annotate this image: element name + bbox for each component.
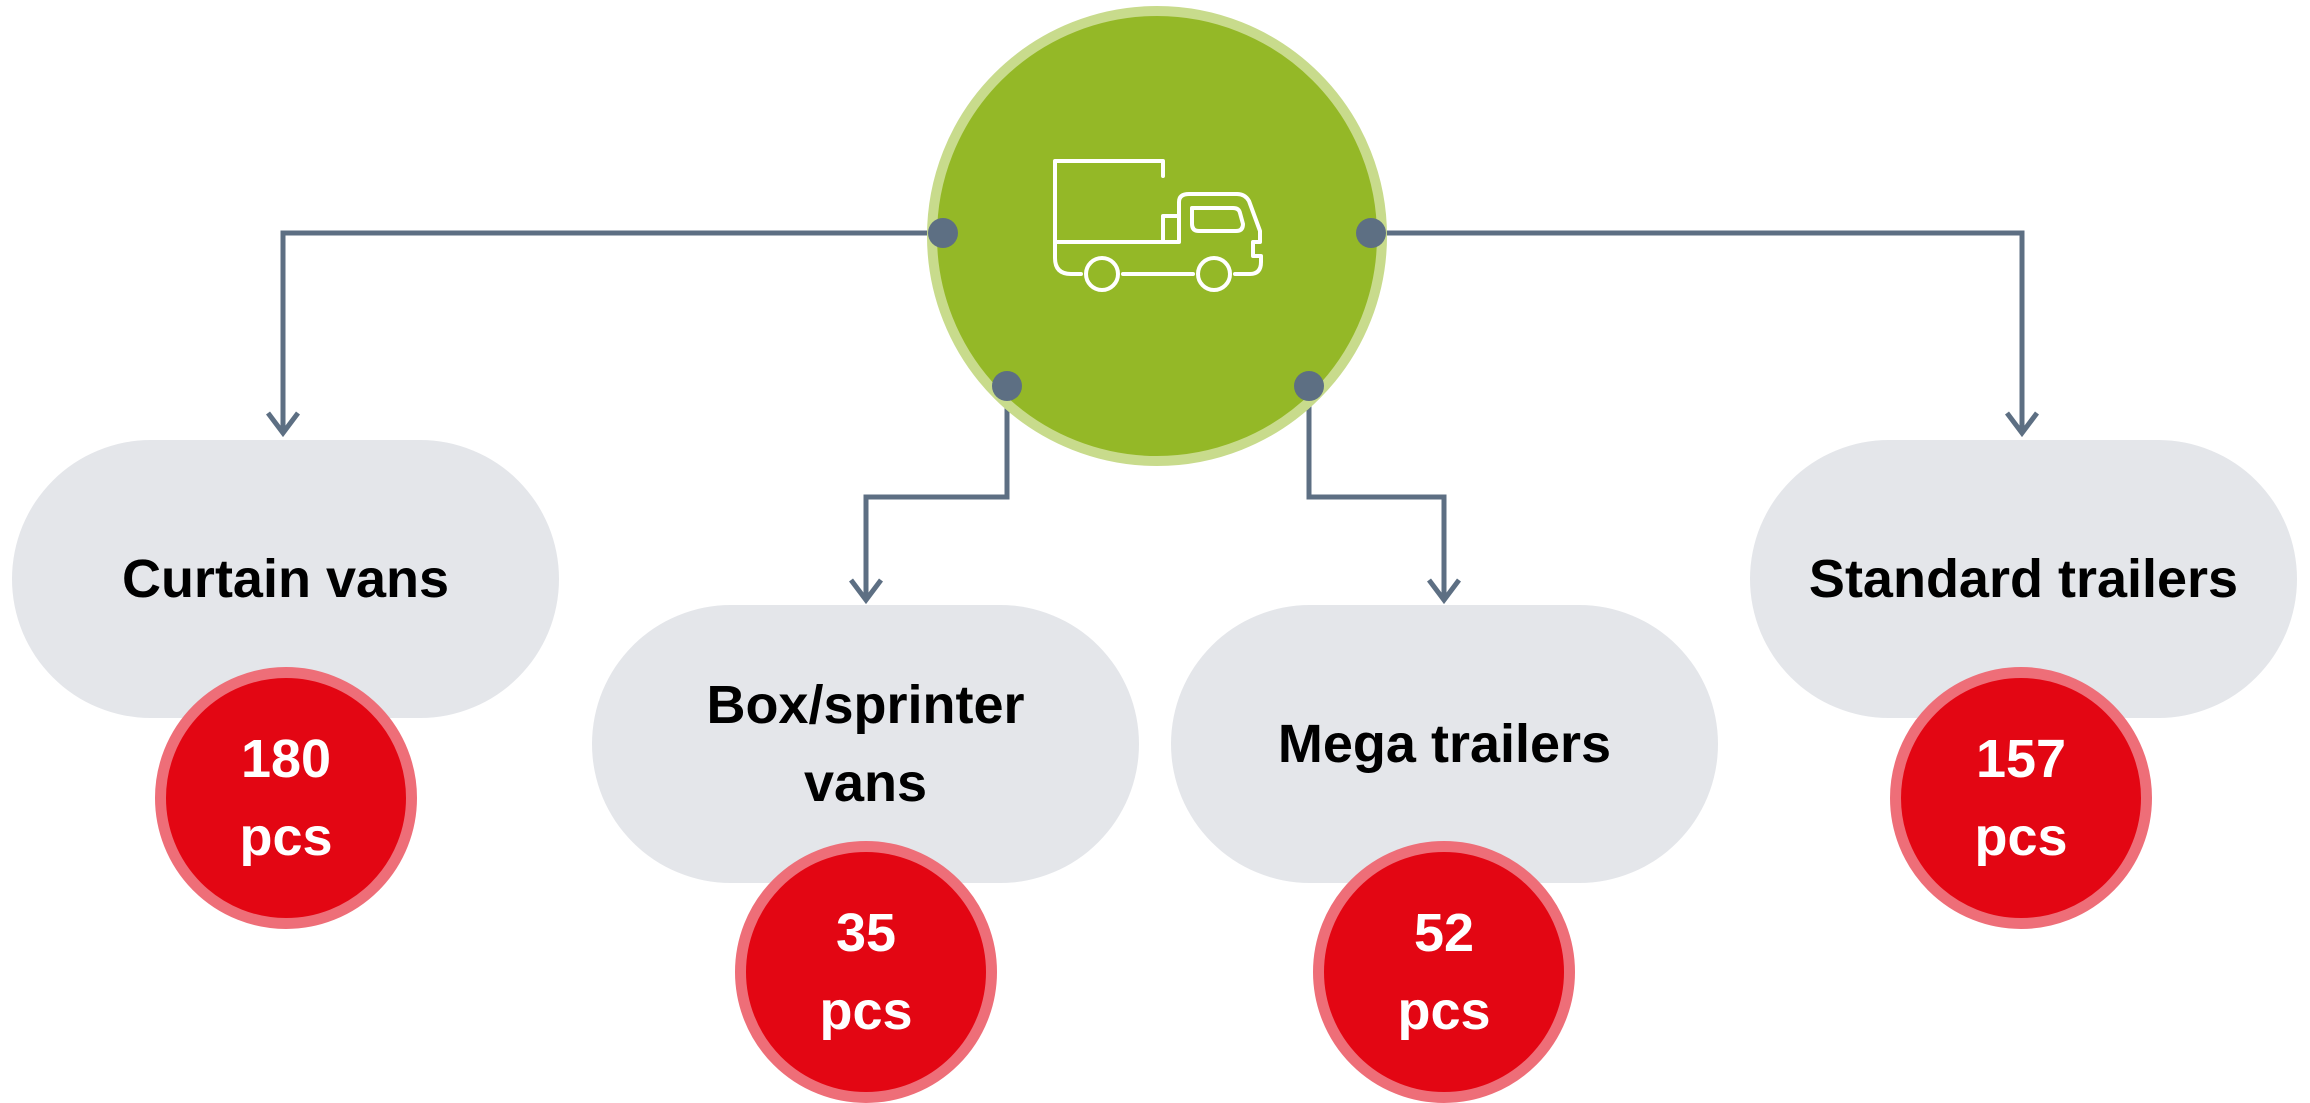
count-badge-mega-trailers: 52 pcs: [1313, 841, 1575, 1103]
truck-icon: [1053, 159, 1263, 292]
connector-curtain-vans: [280, 230, 943, 430]
arrowhead-standard-trailers: [2005, 411, 2039, 438]
category-label: Curtain vans: [121, 549, 450, 609]
count-value: 157: [1975, 729, 2067, 789]
connector-mega-trailers: [1306, 386, 1447, 597]
count-value: 35: [835, 903, 897, 963]
count-unit: pcs: [1974, 807, 2068, 867]
count-badge-standard-trailers: 157 pcs: [1890, 667, 2152, 929]
count-unit: pcs: [1397, 981, 1491, 1041]
category-label: Mega trailers: [1277, 714, 1612, 774]
arrowhead-box-sprinter-vans: [849, 578, 883, 605]
arrowhead-curtain-vans: [266, 411, 300, 438]
category-pill-mega-trailers: Mega trailers: [1171, 605, 1718, 883]
connector-standard-trailers: [1371, 230, 2025, 430]
category-pill-box-sprinter-vans: Box/sprinter vans: [592, 605, 1139, 883]
count-unit: pcs: [239, 807, 333, 867]
category-label: Box/sprinter vans: [706, 675, 1025, 813]
hub-circle: [927, 6, 1387, 466]
count-badge-curtain-vans: 180 pcs: [155, 667, 417, 929]
arrowhead-mega-trailers: [1427, 578, 1461, 605]
count-value: 52: [1413, 903, 1475, 963]
category-label: Standard trailers: [1808, 549, 2239, 609]
count-value: 180: [240, 729, 332, 789]
count-unit: pcs: [819, 981, 913, 1041]
count-badge-box-sprinter-vans: 35 pcs: [735, 841, 997, 1103]
connector-box-sprinter-vans: [863, 386, 1010, 597]
